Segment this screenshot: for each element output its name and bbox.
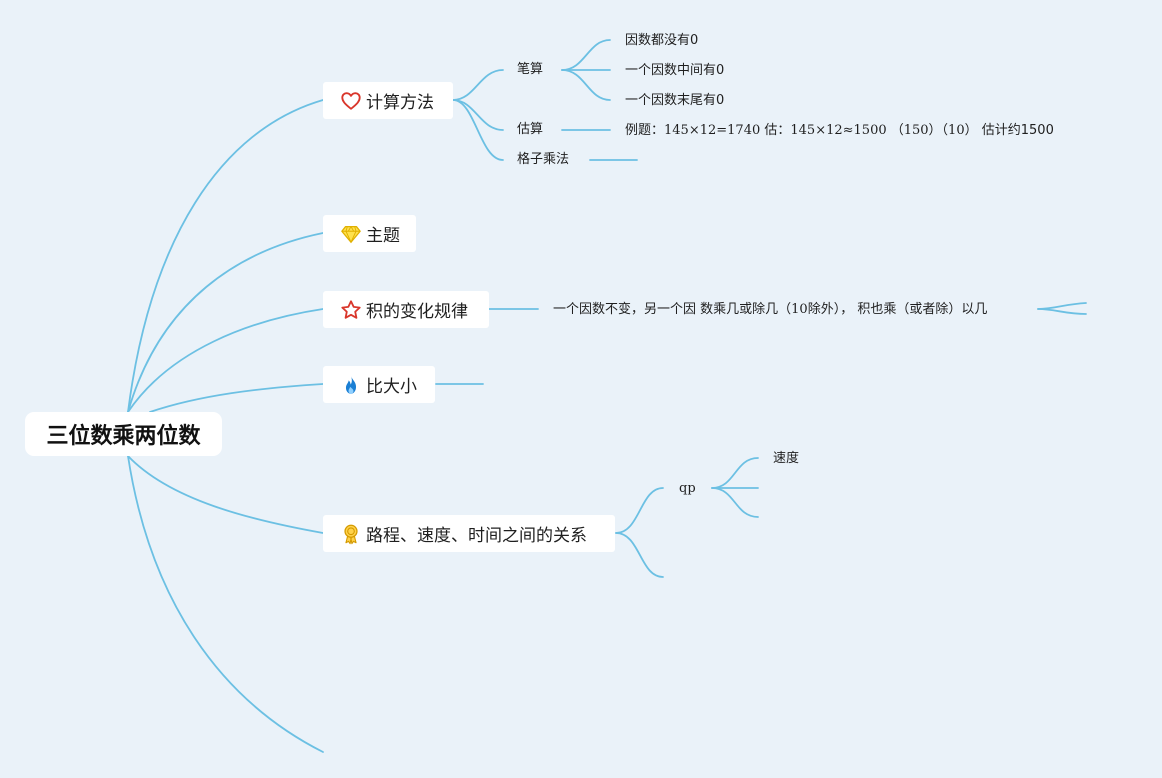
- link-method-estimate: [452, 99, 504, 131]
- relation-speed[interactable]: 速度: [773, 451, 800, 466]
- topic-rule-label: 积的变化规律: [366, 302, 468, 322]
- medal-icon: [340, 523, 362, 545]
- estimate-example-est-value: 145×12≈1500 （150）（10）: [790, 123, 982, 138]
- link-root-relation: [127, 455, 324, 534]
- topic-rule[interactable]: 积的变化规律: [323, 291, 489, 328]
- topic-compare-label: 比大小: [366, 377, 417, 397]
- rule-child-part-2: 除外）， 积也乘（或者除）以几: [807, 302, 988, 317]
- link-root-theme: [127, 232, 324, 413]
- relation-qp[interactable]: qp: [679, 481, 696, 496]
- topic-relation-label: 路程、速度、时间之间的关系: [366, 526, 587, 546]
- topic-method-label: 计算方法: [366, 93, 434, 113]
- topic-method[interactable]: 计算方法: [323, 82, 453, 119]
- subtopic-lattice[interactable]: 格子乘法: [517, 152, 570, 167]
- heart-icon: [340, 90, 362, 112]
- written-item-2[interactable]: 一个因数中间有0: [625, 63, 725, 78]
- link-relation-empty: [615, 532, 664, 578]
- topic-theme[interactable]: 主题: [323, 215, 416, 252]
- link-method-written: [452, 69, 504, 101]
- link-relation-qp: [615, 487, 664, 534]
- topic-relation[interactable]: 路程、速度、时间之间的关系: [323, 515, 615, 552]
- written-item-1[interactable]: 因数都没有0: [625, 33, 699, 48]
- link-rule-tail-2: [1037, 308, 1087, 315]
- estimate-example-est-label: 估：: [760, 123, 791, 138]
- link-rule-tail-1: [1037, 302, 1087, 310]
- estimate-example-result: 估计约1500: [981, 123, 1054, 138]
- root-node[interactable]: 三位数乘两位数: [25, 412, 222, 456]
- topic-compare[interactable]: 比大小: [323, 366, 435, 403]
- estimate-example[interactable]: 例题：145×12=1740 估：145×12≈1500 （150）（10） 估…: [625, 123, 1054, 139]
- flame-icon: [340, 374, 362, 396]
- subtopic-estimate[interactable]: 估算: [517, 122, 544, 137]
- link-root-empty: [127, 455, 324, 753]
- subtopic-written[interactable]: 笔算: [517, 62, 544, 77]
- link-method-lattice: [452, 99, 504, 161]
- rule-child-number: 10: [791, 302, 808, 317]
- rule-child[interactable]: 一个因数不变，另一个因 数乘几或除几（10除外）， 积也乘（或者除）以几: [553, 302, 987, 318]
- link-root-compare: [149, 383, 324, 413]
- estimate-example-prefix: 例题：: [625, 123, 665, 138]
- link-root-rule: [127, 308, 324, 413]
- written-item-3[interactable]: 一个因数末尾有0: [625, 93, 725, 108]
- link-qp-speed: [711, 457, 759, 489]
- root-label: 三位数乘两位数: [46, 424, 201, 449]
- link-root-method: [127, 99, 324, 413]
- topic-theme-label: 主题: [366, 226, 400, 246]
- star-icon: [340, 299, 362, 321]
- link-qp-empty-2: [711, 487, 759, 518]
- link-written-1: [561, 39, 611, 71]
- rule-child-part-1: 一个因数不变，另一个因 数乘几或除几（: [553, 302, 792, 317]
- estimate-example-exact: 145×12=1740: [664, 123, 761, 138]
- diamond-icon: [340, 223, 362, 245]
- link-written-3: [561, 69, 611, 101]
